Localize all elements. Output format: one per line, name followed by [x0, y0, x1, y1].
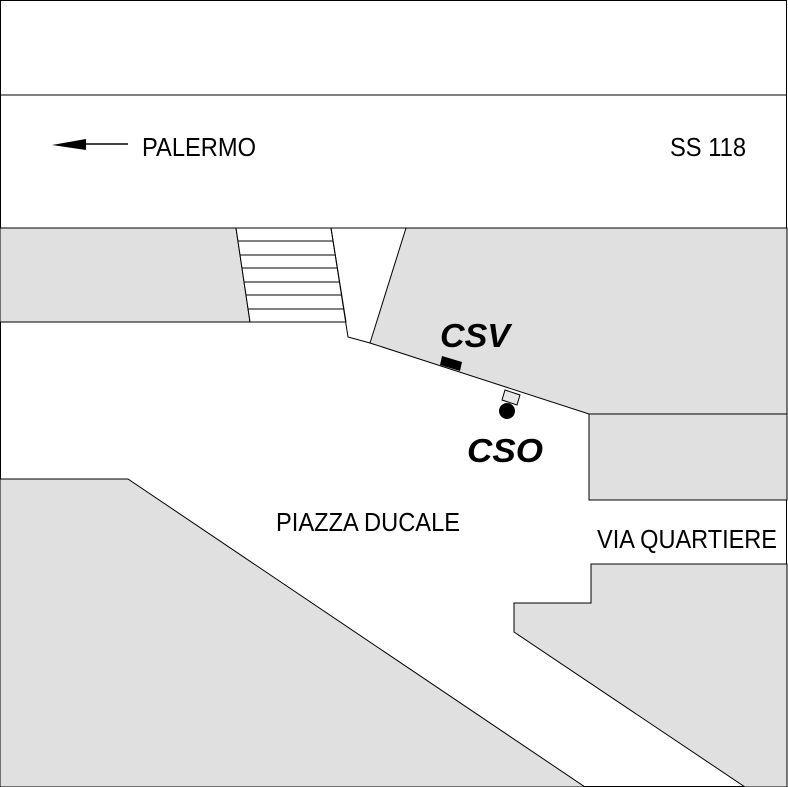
building-block-lower-left [0, 478, 586, 787]
cso-station-label: CSO [467, 432, 543, 469]
kerb-line [330, 227, 371, 344]
building-block-right-middle [588, 413, 788, 501]
building-block-lower-right [513, 563, 788, 787]
csv-station-label: CSV [440, 317, 513, 354]
square-name-label: PIAZZA DUCALE [276, 507, 460, 537]
road-number-label: SS 118 [670, 132, 746, 162]
arrow-left-icon [52, 139, 128, 150]
direction-city-label: PALERMO [142, 132, 256, 162]
street-name-label: VIA QUARTIERE [597, 524, 777, 554]
building-block-upper-left [0, 227, 251, 323]
cso-marker [499, 389, 521, 419]
csv-marker [440, 356, 462, 371]
pedestrian-crossing [235, 227, 347, 323]
